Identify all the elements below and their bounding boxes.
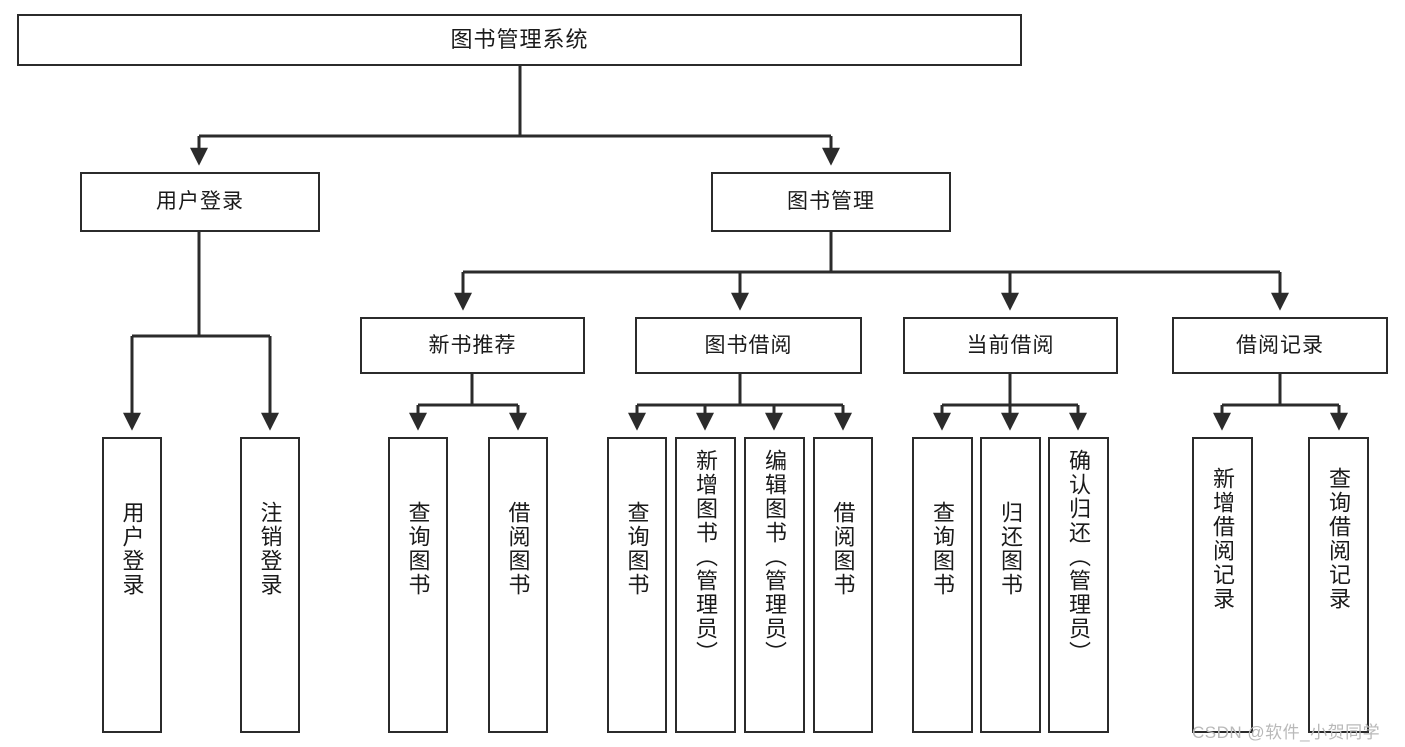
node-root-label: 图书管理系统 bbox=[450, 26, 589, 52]
node-user-login[interactable]: 用户登录 bbox=[80, 172, 320, 232]
leaf-user-login[interactable]: 用户登录 bbox=[102, 437, 162, 733]
leaf-query-record[interactable]: 查询借阅记录 bbox=[1308, 437, 1369, 733]
leaf-add-record-label: 新增借阅记录 bbox=[1210, 467, 1236, 611]
leaf-query-book-1[interactable]: 查询图书 bbox=[388, 437, 448, 733]
leaf-query-book-3[interactable]: 查询图书 bbox=[912, 437, 973, 733]
leaf-return-book-label: 归还图书 bbox=[998, 501, 1024, 597]
leaf-return-book[interactable]: 归还图书 bbox=[980, 437, 1041, 733]
leaf-query-book-2-label: 查询图书 bbox=[624, 501, 650, 597]
leaf-confirm-return[interactable]: 确认归还（管理员） bbox=[1048, 437, 1109, 733]
leaf-query-book-2[interactable]: 查询图书 bbox=[607, 437, 667, 733]
leaf-query-record-label: 查询借阅记录 bbox=[1326, 467, 1352, 611]
leaf-query-book-1-label: 查询图书 bbox=[405, 501, 431, 597]
node-borrow-record[interactable]: 借阅记录 bbox=[1172, 317, 1388, 374]
node-book-borrow-label: 图书借阅 bbox=[704, 333, 793, 357]
leaf-edit-book-label: 编辑图书（管理员） bbox=[762, 449, 788, 665]
node-new-book-recommend[interactable]: 新书推荐 bbox=[360, 317, 585, 374]
leaf-borrow-book-1-label: 借阅图书 bbox=[505, 501, 531, 597]
node-root[interactable]: 图书管理系统 bbox=[17, 14, 1022, 66]
node-current-borrow-label: 当前借阅 bbox=[966, 333, 1055, 357]
leaf-confirm-return-label: 确认归还（管理员） bbox=[1066, 449, 1092, 665]
node-user-login-label: 用户登录 bbox=[156, 190, 244, 214]
leaf-borrow-book-1[interactable]: 借阅图书 bbox=[488, 437, 548, 733]
leaf-add-book[interactable]: 新增图书（管理员） bbox=[675, 437, 736, 733]
leaf-add-record[interactable]: 新增借阅记录 bbox=[1192, 437, 1253, 733]
leaf-borrow-book-2[interactable]: 借阅图书 bbox=[813, 437, 873, 733]
leaf-query-book-3-label: 查询图书 bbox=[930, 501, 956, 597]
leaf-user-logout-label: 注销登录 bbox=[257, 501, 283, 597]
leaf-add-book-label: 新增图书（管理员） bbox=[693, 449, 719, 665]
node-current-borrow[interactable]: 当前借阅 bbox=[903, 317, 1118, 374]
node-book-management-label: 图书管理 bbox=[787, 190, 875, 214]
leaf-borrow-book-2-label: 借阅图书 bbox=[830, 501, 856, 597]
leaf-user-login-label: 用户登录 bbox=[119, 501, 145, 597]
csdn-watermark: CSDN @软件_小贺同学 bbox=[1192, 723, 1381, 742]
leaf-user-logout[interactable]: 注销登录 bbox=[240, 437, 300, 733]
leaf-edit-book[interactable]: 编辑图书（管理员） bbox=[744, 437, 805, 733]
node-book-borrow[interactable]: 图书借阅 bbox=[635, 317, 862, 374]
node-new-book-recommend-label: 新书推荐 bbox=[428, 333, 517, 357]
node-book-management[interactable]: 图书管理 bbox=[711, 172, 951, 232]
node-borrow-record-label: 借阅记录 bbox=[1236, 333, 1324, 357]
